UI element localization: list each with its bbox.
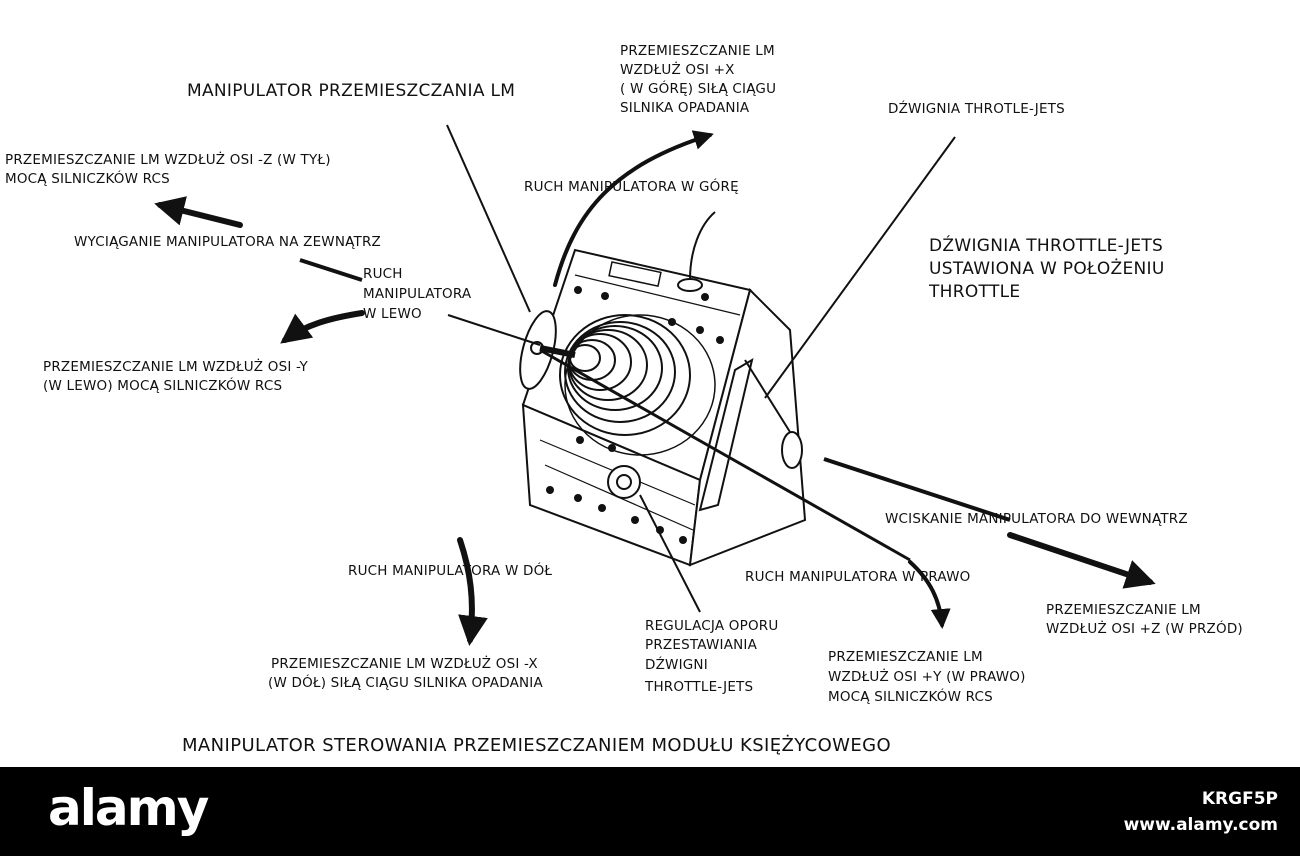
label-push-in: WCISKANIE MANIPULATORA DO WEWNĄTRZ (885, 511, 1188, 527)
label-right-translate-2: WZDŁUŻ OSI +Y (W PRAWO) (828, 669, 1026, 685)
label-right-translate-1: PRZEMIESZCZANIE LM (828, 649, 983, 665)
label-move-left-1: RUCH (363, 266, 403, 282)
housing-bolts (546, 286, 746, 544)
label-forward-translate-2: WZDŁUŻ OSI +Z (W PRZÓD) (1046, 621, 1243, 637)
label-up-translate-4: SILNIKA OPADANIA (620, 100, 750, 116)
label-move-right: RUCH MANIPULATORA W PRAWO (745, 569, 971, 585)
device-illustration (154, 124, 1156, 646)
arrow-forward (1007, 532, 1156, 589)
arrow-down (457, 537, 488, 646)
controller-housing (521, 248, 807, 567)
image-id: KRGF5P (1201, 789, 1278, 809)
label-move-left-3: W LEWO (363, 306, 422, 322)
label-up-translate-2: WZDŁUŻ OSI +X (620, 62, 735, 78)
label-resistance-3: DŹWIGNI (645, 657, 708, 673)
label-resistance-2: PRZESTAWIANIA (645, 637, 758, 653)
arrow-back (154, 196, 243, 228)
label-down-translate-1: PRZEMIESZCZANIE LM WZDŁUŻ OSI -X (271, 656, 538, 672)
controller-title: MANIPULATOR PRZEMIESZCZANIA LM (187, 81, 516, 101)
diagram-figure: MANIPULATOR PRZEMIESZCZANIA LM PRZEMIESZ… (5, 43, 1243, 756)
label-lever-position-3: THROTTLE (929, 282, 1021, 302)
motion-arrows (154, 130, 1156, 646)
label-forward-translate-1: PRZEMIESZCZANIE LM (1046, 602, 1201, 618)
label-move-down: RUCH MANIPULATORA W DÓŁ (348, 563, 553, 579)
arrow-up (553, 130, 714, 287)
label-move-left-2: MANIPULATORA (363, 286, 472, 302)
label-down-translate-2: (W DÓŁ) SIŁĄ CIĄGU SILNIKA OPADANIA (268, 675, 543, 691)
label-move-up: RUCH MANIPULATORA W GÓRĘ (524, 179, 739, 195)
label-lever-position-2: USTAWIONA W POŁOŻENIU (929, 259, 1165, 279)
arrow-left (280, 310, 365, 344)
leader-lines (299, 124, 1011, 613)
label-pull-out: WYCIĄGANIE MANIPULATORA NA ZEWNĄTRZ (74, 234, 382, 250)
watermark-footer: alamy KRGF5P www.alamy.com (0, 767, 1300, 856)
label-right-translate-3: MOCĄ SILNICZKÓW RCS (828, 689, 993, 705)
label-lever-throttle: DŹWIGNIA THROTLE-JETS (888, 101, 1065, 117)
label-resistance-1: REGULACJA OPORU (645, 618, 779, 634)
rubber-boot (559, 314, 716, 456)
handle-disk (519, 310, 576, 390)
label-left-translate-2: (W LEWO) MOCĄ SILNICZKÓW RCS (43, 378, 283, 394)
diagram-caption: MANIPULATOR STEROWANIA PRZEMIESZCZANIEM … (182, 735, 892, 756)
label-resistance-4: THROTTLE-JETS (645, 679, 754, 695)
label-up-translate-1: PRZEMIESZCZANIE LM (620, 43, 775, 59)
arrow-right (908, 560, 951, 629)
label-back-translate-1: PRZEMIESZCZANIE LM WZDŁUŻ OSI -Z (W TYŁ) (5, 152, 331, 168)
label-lever-position-1: DŹWIGNIA THROTTLE-JETS (929, 236, 1164, 256)
label-back-translate-2: MOCĄ SILNICZKÓW RCS (5, 171, 170, 187)
site-url: www.alamy.com (1123, 815, 1278, 835)
cable (677, 211, 716, 292)
alamy-logo: alamy (48, 779, 209, 837)
resistance-knob (607, 465, 641, 499)
label-left-translate-1: PRZEMIESZCZANIE LM WZDŁUŻ OSI -Y (43, 359, 308, 375)
label-up-translate-3: ( W GÓRĘ) SIŁĄ CIĄGU (620, 81, 777, 97)
